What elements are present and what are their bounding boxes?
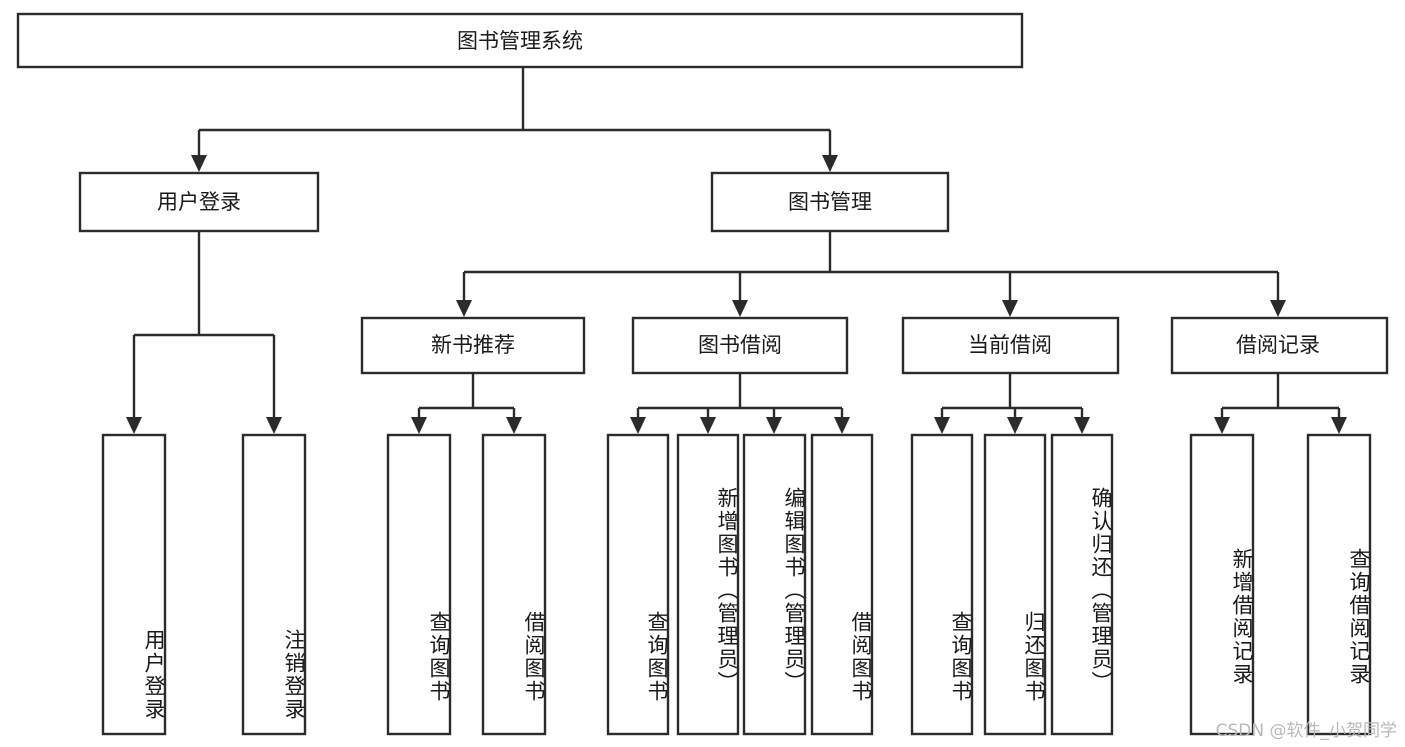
leaf-label-query-book-recommend: 查询图书	[427, 610, 451, 703]
leaf-label-user-logout: 注销登录	[282, 628, 306, 721]
leaf-box-query-book-borrow[interactable]	[606, 433, 670, 736]
arrowhead-leaf-query-book-borrow	[630, 417, 646, 434]
node-user-login[interactable]: 用户登录	[78, 171, 320, 233]
arrowhead-leaf-query-book-recommend	[411, 417, 427, 434]
leaf-label-query-book-current: 查询图书	[949, 610, 973, 703]
edge-group-user-login	[126, 231, 282, 434]
arrowhead-new-book-recommend	[456, 300, 472, 317]
node-root[interactable]: 图书管理系统	[16, 12, 1024, 69]
edge-group-book-borrow	[630, 373, 850, 434]
arrowhead-leaf-borrow-book-recommend	[506, 417, 522, 434]
arrowhead-book-manage	[822, 155, 838, 172]
arrowhead-leaf-add-borrow-record	[1214, 417, 1230, 434]
leaf-label-wrap-borrow-book: 借阅图书	[812, 435, 873, 734]
leaf-label-wrap-query-borrow-record: 查询借阅记录	[1308, 435, 1371, 734]
edge-group-borrow-record	[1214, 373, 1347, 434]
leaf-label-wrap-add-borrow-record: 新增借阅记录	[1191, 435, 1254, 734]
arrowhead-leaf-user-logout	[266, 417, 282, 434]
leaf-label-wrap-borrow-book-recommend: 借阅图书	[483, 435, 546, 734]
arrowhead-leaf-borrow-book	[834, 417, 850, 434]
leaf-box-borrow-book[interactable]	[810, 433, 874, 736]
node-book-borrow-label: 图书借阅	[698, 333, 782, 357]
leaf-label-wrap-edit-book-admin: 编辑图书（管理员）	[744, 435, 806, 734]
edge-group-new-book-recommend	[411, 373, 522, 434]
node-user-login-label: 用户登录	[157, 190, 241, 214]
node-book-manage-label: 图书管理	[788, 190, 872, 214]
leaf-label-query-borrow-record: 查询借阅记录	[1347, 547, 1371, 686]
arrowhead-current-borrow	[1002, 300, 1018, 317]
leaf-label-user-login: 用户登录	[142, 628, 166, 721]
leaf-label-borrow-book: 借阅图书	[849, 610, 873, 703]
node-user-login-box[interactable]	[78, 171, 320, 233]
leaf-box-confirm-return-admin[interactable]	[1050, 433, 1114, 736]
edge-group-root	[191, 67, 838, 172]
arrowhead-leaf-edit-book-admin	[766, 417, 782, 434]
leaf-label-wrap-query-book-recommend: 查询图书	[388, 435, 451, 734]
leaf-box-query-borrow-record[interactable]	[1306, 433, 1372, 736]
node-current-borrow-label: 当前借阅	[968, 333, 1052, 357]
leaf-box-return-book[interactable]	[983, 433, 1047, 736]
leaf-boxes	[101, 433, 1372, 736]
leaf-label-wrap-add-book-admin: 新增图书（管理员）	[678, 435, 739, 734]
arrowhead-leaf-user-login	[126, 417, 142, 434]
arrowhead-book-borrow	[732, 300, 748, 317]
leaf-box-edit-book-admin[interactable]	[742, 433, 807, 736]
leaf-label-add-borrow-record: 新增借阅记录	[1230, 547, 1254, 686]
node-new-book-recommend-box[interactable]	[360, 316, 586, 375]
node-current-borrow[interactable]: 当前借阅	[901, 316, 1120, 375]
node-book-manage-box[interactable]	[710, 171, 950, 233]
node-current-borrow-box[interactable]	[901, 316, 1120, 375]
leaf-label-wrap-user-logout: 注销登录	[243, 435, 306, 734]
leaf-label-wrap-query-book-current: 查询图书	[912, 435, 973, 734]
arrowhead-leaf-query-borrow-record	[1331, 417, 1347, 434]
leaf-label-add-book-admin: 新增图书（管理员）	[715, 487, 739, 694]
node-new-book-recommend-label: 新书推荐	[431, 333, 515, 357]
leaf-label-wrap-query-book-borrow: 查询图书	[608, 435, 669, 734]
node-root-box[interactable]	[16, 12, 1024, 69]
leaf-box-query-book-recommend[interactable]	[386, 433, 452, 736]
leaf-box-add-borrow-record[interactable]	[1189, 433, 1255, 736]
leaf-box-add-book-admin[interactable]	[676, 433, 740, 736]
node-borrow-record[interactable]: 借阅记录	[1170, 316, 1389, 375]
leaf-label-wrap-user-login: 用户登录	[103, 435, 166, 734]
arrowhead-leaf-add-book-admin	[700, 417, 716, 434]
leaf-label-borrow-book-recommend: 借阅图书	[522, 610, 546, 703]
leaf-box-query-book-current[interactable]	[910, 433, 974, 736]
watermark-text: CSDN @软件_小贺同学	[1215, 721, 1397, 741]
leaf-label-wrap-confirm-return-admin: 确认归还（管理员）	[1052, 435, 1113, 734]
leaf-label-edit-book-admin: 编辑图书（管理员）	[782, 487, 806, 694]
node-borrow-record-label: 借阅记录	[1236, 333, 1320, 357]
node-book-borrow-box[interactable]	[631, 316, 849, 375]
node-borrow-record-box[interactable]	[1170, 316, 1389, 375]
node-root-label: 图书管理系统	[457, 29, 583, 53]
leaf-label-wrap-return-book: 归还图书	[985, 435, 1046, 734]
node-new-book-recommend[interactable]: 新书推荐	[360, 316, 586, 375]
arrowhead-borrow-record	[1270, 300, 1286, 317]
leaf-label-confirm-return-admin: 确认归还（管理员）	[1089, 487, 1113, 694]
node-book-borrow[interactable]: 图书借阅	[631, 316, 849, 375]
arrowhead-leaf-query-book-current	[934, 417, 950, 434]
leaf-label-return-book: 归还图书	[1022, 610, 1046, 703]
leaf-box-borrow-book-recommend[interactable]	[481, 433, 547, 736]
arrowhead-user-login	[191, 155, 207, 172]
arrowhead-leaf-return-book	[1007, 417, 1023, 434]
leaf-box-user-logout[interactable]	[241, 433, 307, 736]
leaf-box-user-login[interactable]	[101, 433, 167, 736]
node-book-manage[interactable]: 图书管理	[710, 171, 950, 233]
edge-group-book-manage	[456, 231, 1286, 317]
edge-group-current-borrow	[934, 373, 1090, 434]
arrowhead-leaf-confirm-return-admin	[1074, 417, 1090, 434]
leaf-label-query-book-borrow: 查询图书	[645, 610, 669, 703]
